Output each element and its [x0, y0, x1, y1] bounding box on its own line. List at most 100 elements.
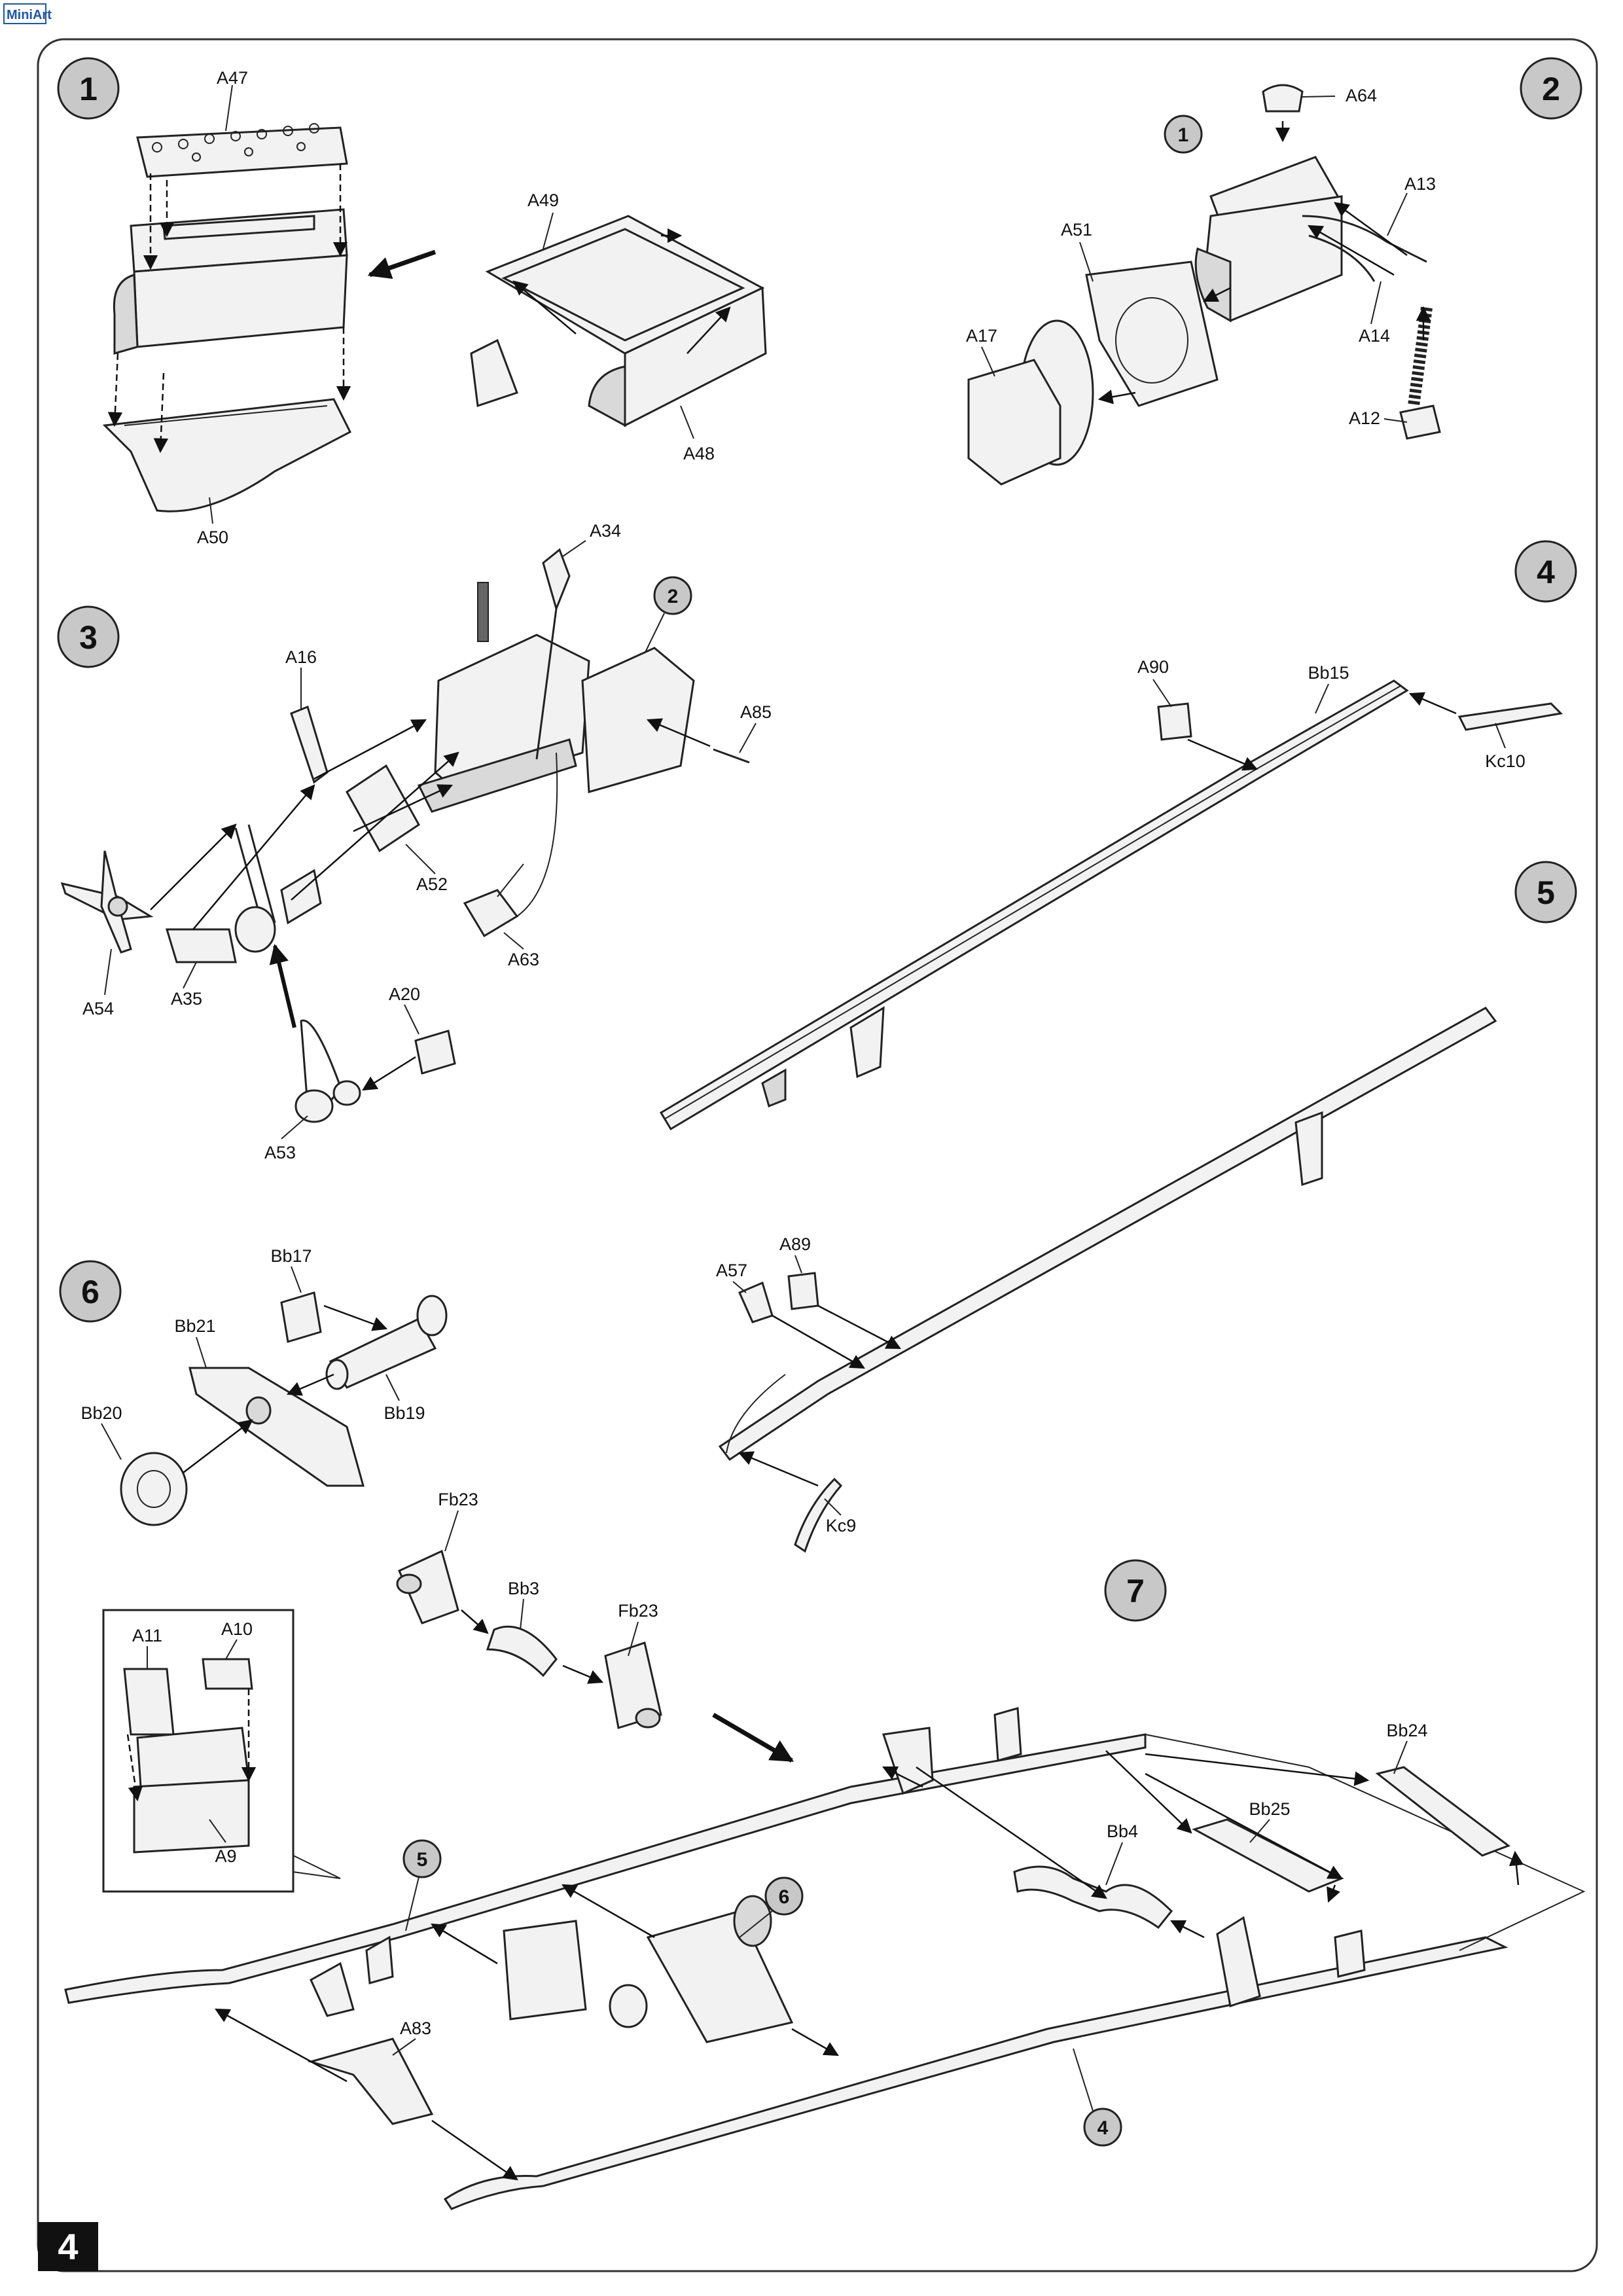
part-frame-rail-step5 — [718, 1007, 1497, 1462]
part-engine-gearbox — [417, 582, 695, 813]
step-7-subassembly-ref-4 — [1083, 2108, 1122, 2147]
part-plate-a52 — [346, 764, 420, 853]
step-1: 1 — [57, 57, 767, 547]
label-A10: A10 — [221, 1619, 253, 1639]
part-hose-a12 — [1408, 306, 1433, 407]
step-7-subassembly-ref-6-number: 6 — [779, 1886, 790, 1908]
label-Fb23-bottom: Fb23 — [618, 1601, 658, 1621]
step-6-badge — [59, 1260, 122, 1323]
part-a9 — [133, 1779, 250, 1854]
part-block-side — [133, 254, 348, 348]
step-3: 3 2 — [57, 521, 772, 1162]
label-A47: A47 — [217, 68, 248, 88]
step-3-subassembly-ref — [653, 576, 692, 615]
part-a16 — [290, 705, 329, 784]
label-Kc9: Kc9 — [826, 1516, 857, 1535]
step-3-number: 3 — [79, 619, 98, 656]
step-6: 6 Bb17 Bb21 Bb19 Bb20 — [59, 1246, 448, 1526]
part-a89 — [787, 1272, 819, 1310]
label-Bb25: Bb25 — [1249, 1799, 1290, 1819]
part-crossmember-fb23-bb3 — [396, 1549, 662, 1729]
part-a83 — [307, 2037, 434, 2125]
part-frame-rail-bb15 — [659, 679, 1409, 1131]
label-A49: A49 — [527, 190, 559, 210]
part-bb24 — [1375, 1766, 1511, 1857]
label-A14: A14 — [1359, 326, 1390, 346]
step-7-number: 7 — [1126, 1573, 1145, 1609]
part-rod-a85 — [713, 748, 750, 764]
label-Bb20: Bb20 — [80, 1403, 122, 1423]
label-Bb24: Bb24 — [1386, 1721, 1427, 1740]
label-A53: A53 — [264, 1143, 296, 1162]
label-A13: A13 — [1404, 174, 1436, 194]
step-2-subassembly-ref-number: 1 — [1178, 124, 1189, 146]
part-fan — [60, 850, 154, 954]
step-7: 7 A11 A10 A9 — [64, 1490, 1586, 2210]
part-pipe-a13 — [1302, 215, 1427, 263]
label-Bb3: Bb3 — [508, 1579, 539, 1598]
step-4-badge — [1514, 540, 1577, 603]
step-2: 2 1 A64 A51 — [966, 57, 1582, 486]
part-oil-pan — [102, 398, 352, 512]
inset-battery-box: A11 A10 A9 — [102, 1609, 341, 1893]
step-1-number: 1 — [79, 71, 98, 107]
step-2-badge — [1520, 57, 1582, 120]
label-A54: A54 — [82, 999, 114, 1018]
part-a20 — [414, 1030, 456, 1075]
label-A48: A48 — [683, 444, 715, 463]
part-bb21 — [188, 1367, 365, 1487]
step-5-number: 5 — [1537, 874, 1555, 911]
step-2-number: 2 — [1542, 71, 1560, 107]
label-A52: A52 — [416, 874, 448, 894]
step-7-subassembly-ref-4-number: 4 — [1097, 2117, 1109, 2139]
label-Fb23-top: Fb23 — [438, 1490, 478, 1509]
part-a10 — [202, 1658, 253, 1690]
label-A50: A50 — [197, 528, 228, 547]
part-bb19 — [325, 1295, 448, 1390]
label-A16: A16 — [285, 647, 317, 667]
part-chassis-frame — [64, 1707, 1586, 2210]
label-A85: A85 — [740, 702, 772, 722]
label-A20: A20 — [389, 984, 420, 1004]
part-block-bell — [113, 274, 139, 355]
label-A11: A11 — [132, 1626, 162, 1645]
part-bb25 — [1192, 1818, 1344, 1893]
brand-logo: MiniArt — [3, 3, 52, 24]
label-A34: A34 — [590, 521, 621, 541]
step-3-subassembly-ref-number: 2 — [668, 586, 679, 607]
brand-logo-text: MiniArt — [7, 8, 52, 22]
part-bb17 — [280, 1291, 322, 1343]
label-Bb15: Bb15 — [1308, 663, 1349, 683]
part-kc9 — [794, 1477, 843, 1553]
part-engine-assembly — [1194, 156, 1344, 323]
step-4-number: 4 — [1537, 554, 1555, 590]
part-kc10 — [1457, 702, 1563, 731]
part-cylinder-head — [136, 123, 348, 178]
part-a63 — [463, 889, 519, 938]
step-7-badge — [1104, 1559, 1167, 1622]
label-A57: A57 — [716, 1261, 747, 1280]
step-7-subassembly-ref-5 — [402, 1839, 442, 1878]
page-number-block: 4 — [38, 2222, 98, 2271]
label-A90: A90 — [1137, 657, 1169, 677]
part-oil-cap — [1262, 84, 1304, 113]
step-1-badge — [57, 57, 120, 120]
part-bell-housing — [1085, 260, 1219, 407]
step-6-number: 6 — [81, 1274, 99, 1310]
step-5-badge — [1514, 861, 1577, 924]
part-block-half — [470, 215, 767, 427]
part-a11 — [123, 1668, 175, 1736]
part-bracket-a35 — [165, 928, 237, 963]
label-Bb17: Bb17 — [270, 1246, 312, 1266]
label-A51: A51 — [1061, 220, 1092, 240]
step-3-badge — [57, 605, 120, 668]
label-A64: A64 — [1346, 86, 1377, 105]
label-Kc10: Kc10 — [1485, 751, 1525, 771]
part-shift-lever — [542, 548, 571, 612]
part-a90 — [1157, 702, 1192, 741]
label-A17: A17 — [966, 326, 997, 346]
page-number: 4 — [58, 2226, 78, 2267]
part-a57 — [738, 1281, 774, 1323]
step-5: 5 A57 A89 Kc9 — [716, 861, 1577, 1553]
part-gearbox-cover — [967, 359, 1061, 486]
